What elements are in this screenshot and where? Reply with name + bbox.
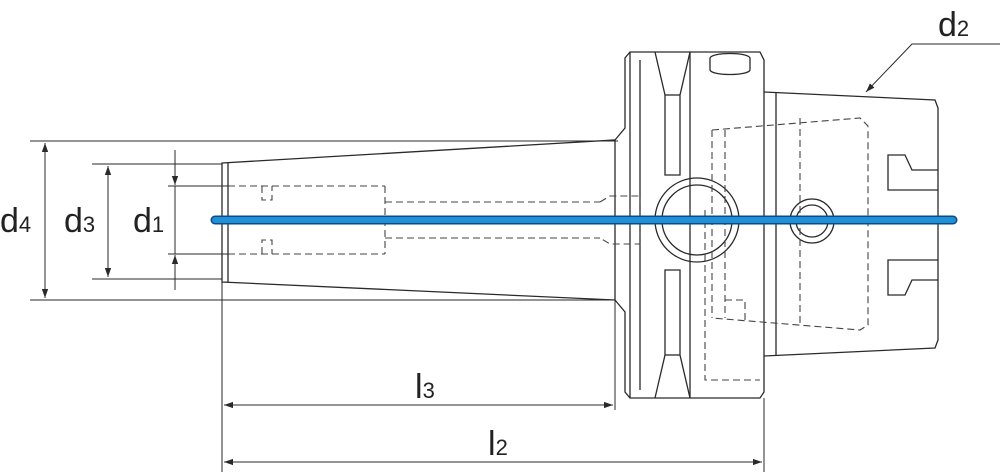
dimension-lines [30,43,1000,472]
flange [614,51,765,399]
label-d2: d2 [938,6,969,44]
label-d4: d4 [0,202,31,240]
leader-d2 [865,43,1000,93]
label-l3: l3 [415,368,435,406]
holder-outline [221,51,939,399]
label-d3: d3 [64,202,95,240]
label-d1: d1 [133,202,164,240]
label-l2: l2 [488,425,508,463]
